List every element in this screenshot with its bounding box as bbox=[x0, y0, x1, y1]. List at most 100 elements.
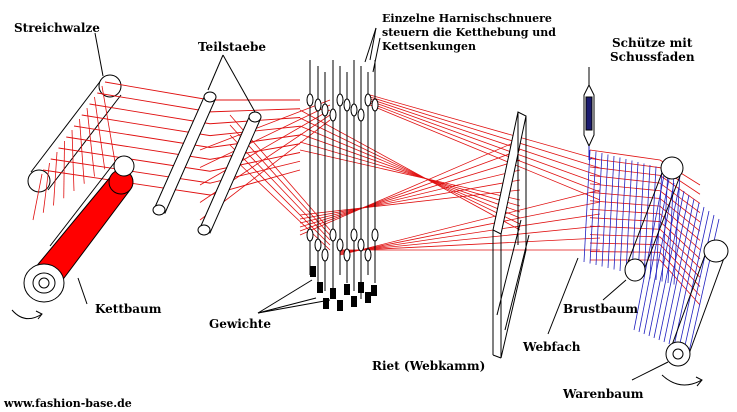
label-kettbaum: Kettbaum bbox=[95, 302, 162, 316]
cross-thread bbox=[199, 109, 331, 186]
kettbaum-beam bbox=[11, 155, 135, 320]
shed-thread-bottom bbox=[339, 213, 601, 254]
warp-thread bbox=[101, 85, 116, 163]
cloth-weft bbox=[589, 151, 597, 264]
cloth-warp bbox=[589, 208, 701, 250]
weight bbox=[330, 288, 336, 299]
shed-thread-bottom bbox=[339, 189, 601, 256]
shed-thread-top bbox=[369, 100, 601, 185]
cloth-warp bbox=[589, 174, 701, 214]
shuttle bbox=[583, 83, 595, 161]
cloth-warp bbox=[589, 149, 701, 186]
weight bbox=[351, 296, 357, 307]
warp-thread bbox=[81, 114, 301, 137]
shed-thread-bottom bbox=[339, 225, 601, 253]
cloth-weft bbox=[663, 198, 695, 343]
weight bbox=[323, 298, 329, 309]
riet-reed bbox=[492, 111, 530, 359]
shed-thread-lower bbox=[299, 159, 521, 228]
heddle-eye bbox=[357, 238, 365, 252]
label-harnisch-3: Kettsenkungen bbox=[382, 40, 476, 53]
cross-thread bbox=[229, 154, 331, 251]
weight bbox=[337, 300, 343, 311]
heddle-eye bbox=[306, 228, 314, 242]
cloth-warp bbox=[590, 259, 701, 306]
heddle-eye bbox=[329, 228, 337, 242]
weight bbox=[358, 282, 364, 293]
shed-thread-top bbox=[369, 98, 601, 177]
cloth-weft bbox=[673, 172, 681, 285]
weight bbox=[365, 292, 371, 303]
cloth-weft bbox=[595, 152, 603, 266]
cloth-weft bbox=[633, 174, 665, 331]
warp-thread bbox=[89, 103, 301, 125]
warp-thread bbox=[63, 140, 65, 199]
heddle-eye bbox=[321, 103, 329, 117]
shed-thread-upper bbox=[299, 117, 521, 225]
heddle-eye bbox=[336, 93, 344, 107]
warp-thread bbox=[53, 151, 58, 206]
label-teilstaebe: Teilstaebe bbox=[198, 40, 266, 54]
heddle-eye bbox=[371, 228, 379, 242]
cloth-weft bbox=[648, 186, 680, 337]
label-schuetze-2: Schussfaden bbox=[610, 50, 695, 64]
weight bbox=[310, 266, 316, 277]
pointer-lines bbox=[77, 27, 669, 381]
cloth-weft bbox=[673, 206, 705, 347]
shed-thread-bottom bbox=[339, 201, 601, 255]
label-schuetze-1: Schütze mit bbox=[612, 36, 693, 50]
heddle-eye bbox=[329, 108, 337, 122]
brustbaum-beam bbox=[624, 156, 684, 282]
cloth-weft bbox=[678, 210, 710, 349]
cross-thread bbox=[199, 104, 331, 168]
cross-thread bbox=[229, 134, 331, 241]
warp-thread bbox=[66, 136, 301, 160]
heddle-eye bbox=[364, 93, 372, 107]
shed-thread-top bbox=[369, 102, 601, 193]
warp-thread bbox=[42, 162, 50, 213]
shed-thread-lower bbox=[299, 179, 521, 220]
heddle-eye bbox=[306, 93, 314, 107]
cloth-weft bbox=[638, 178, 670, 333]
heddle-eye bbox=[371, 98, 379, 112]
weight bbox=[317, 282, 323, 293]
warp-thread bbox=[42, 169, 301, 196]
shed-thread-bottom bbox=[339, 237, 601, 252]
warenbaum-beam bbox=[661, 239, 729, 387]
heddle-eye bbox=[321, 248, 329, 262]
gewichte-weights bbox=[310, 266, 377, 311]
label-gewichte: Gewichte bbox=[209, 317, 271, 331]
cloth-weft bbox=[683, 214, 715, 351]
warp-thread bbox=[32, 173, 43, 221]
cloth-weft bbox=[601, 154, 609, 267]
shed-thread-upper bbox=[299, 141, 521, 207]
label-harnisch-2: steuern die Ketthebung und bbox=[382, 26, 556, 39]
cloth-weft bbox=[637, 163, 645, 276]
cloth-weft bbox=[658, 194, 690, 341]
warp-thread bbox=[94, 96, 106, 170]
heddle-eye bbox=[336, 238, 344, 252]
cross-thread bbox=[199, 99, 331, 151]
heddle-eye bbox=[350, 228, 358, 242]
shed-thread-upper bbox=[299, 149, 521, 201]
cloth-weft bbox=[607, 155, 615, 269]
rotation-arrow-kettbaum bbox=[11, 309, 43, 320]
shed-thread-upper bbox=[299, 125, 521, 219]
warp-thread bbox=[104, 81, 300, 101]
warp-threads bbox=[32, 81, 601, 256]
heddle-eye bbox=[314, 238, 322, 252]
heddle-eye bbox=[343, 248, 351, 262]
cloth-weft bbox=[643, 182, 675, 335]
heddle-eye bbox=[364, 248, 372, 262]
cloth-warp bbox=[589, 183, 701, 223]
warp-thread bbox=[73, 125, 301, 148]
cloth-weft bbox=[619, 158, 627, 272]
shed-thread-lower bbox=[299, 139, 521, 236]
shed-thread-top bbox=[369, 94, 601, 161]
cloth-warp bbox=[589, 217, 701, 260]
harness-cords bbox=[306, 60, 379, 299]
shed-thread-lower bbox=[299, 149, 521, 232]
cloth-weft bbox=[583, 149, 591, 263]
label-website: www.fashion-base.de bbox=[3, 397, 132, 410]
